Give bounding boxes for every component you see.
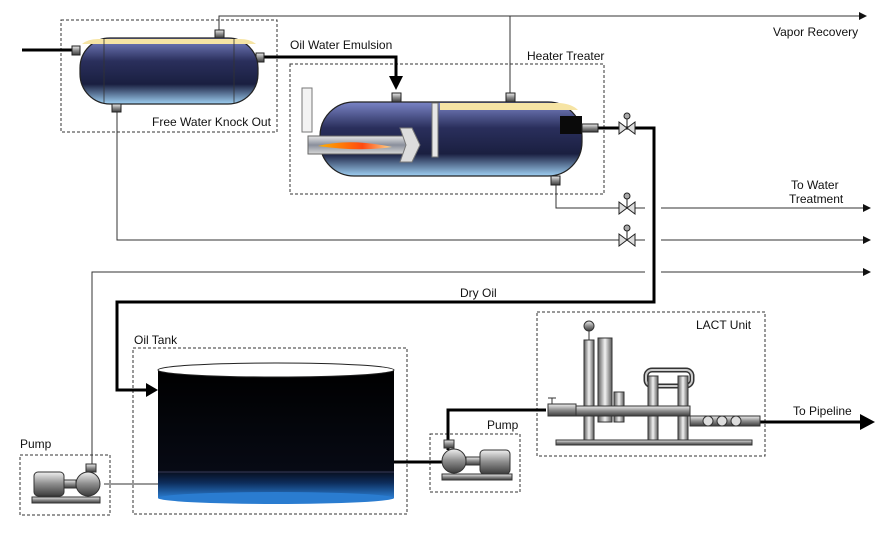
label-heater-treater: Heater Treater — [527, 49, 604, 63]
label-to-water-line-2: Treatment — [789, 192, 844, 206]
lact-unit-box — [536, 311, 766, 457]
label-to-water-line-1: To Water — [791, 178, 839, 192]
heater-treater-vessel — [301, 87, 599, 186]
label-to-pipeline: To Pipeline — [793, 404, 852, 418]
pump-return-line — [91, 271, 645, 470]
label-free-water-knock-out: Free Water Knock Out — [152, 115, 272, 129]
label-pump-left: Pump — [20, 437, 52, 451]
vapor-line — [218, 12, 867, 30]
thick-pipes — [22, 48, 875, 464]
label-oil-tank: Oil Tank — [134, 333, 178, 347]
valve-heater-water[interactable] — [618, 192, 636, 215]
oil-tank-box — [132, 347, 408, 515]
lact-unit — [547, 320, 761, 446]
valve-fwko-water[interactable] — [618, 224, 636, 247]
dry-oil-line — [115, 126, 656, 392]
label-dry-oil: Dry Oil — [460, 286, 497, 300]
pump-left-box — [19, 454, 111, 516]
label-vapor-recovery: Vapor Recovery — [773, 25, 858, 39]
pump-to-lact-line — [446, 408, 546, 450]
fwko-water-line — [116, 108, 620, 241]
label-lact-unit: LACT Unit — [696, 318, 752, 332]
pump-middle — [441, 439, 513, 481]
oil-tank — [157, 362, 395, 504]
free-water-knock-out-vessel — [71, 29, 265, 113]
heater-treater-box — [289, 63, 605, 195]
free-water-knock-out-box — [60, 19, 278, 133]
valve-oil-outlet[interactable] — [618, 112, 636, 135]
emulsion-line — [262, 55, 398, 84]
pump-left — [31, 463, 101, 504]
thin-pipes — [91, 12, 871, 485]
heater-water-line — [555, 178, 620, 209]
label-pump-middle: Pump — [487, 418, 519, 432]
label-oil-water-emulsion: Oil Water Emulsion — [290, 38, 392, 52]
